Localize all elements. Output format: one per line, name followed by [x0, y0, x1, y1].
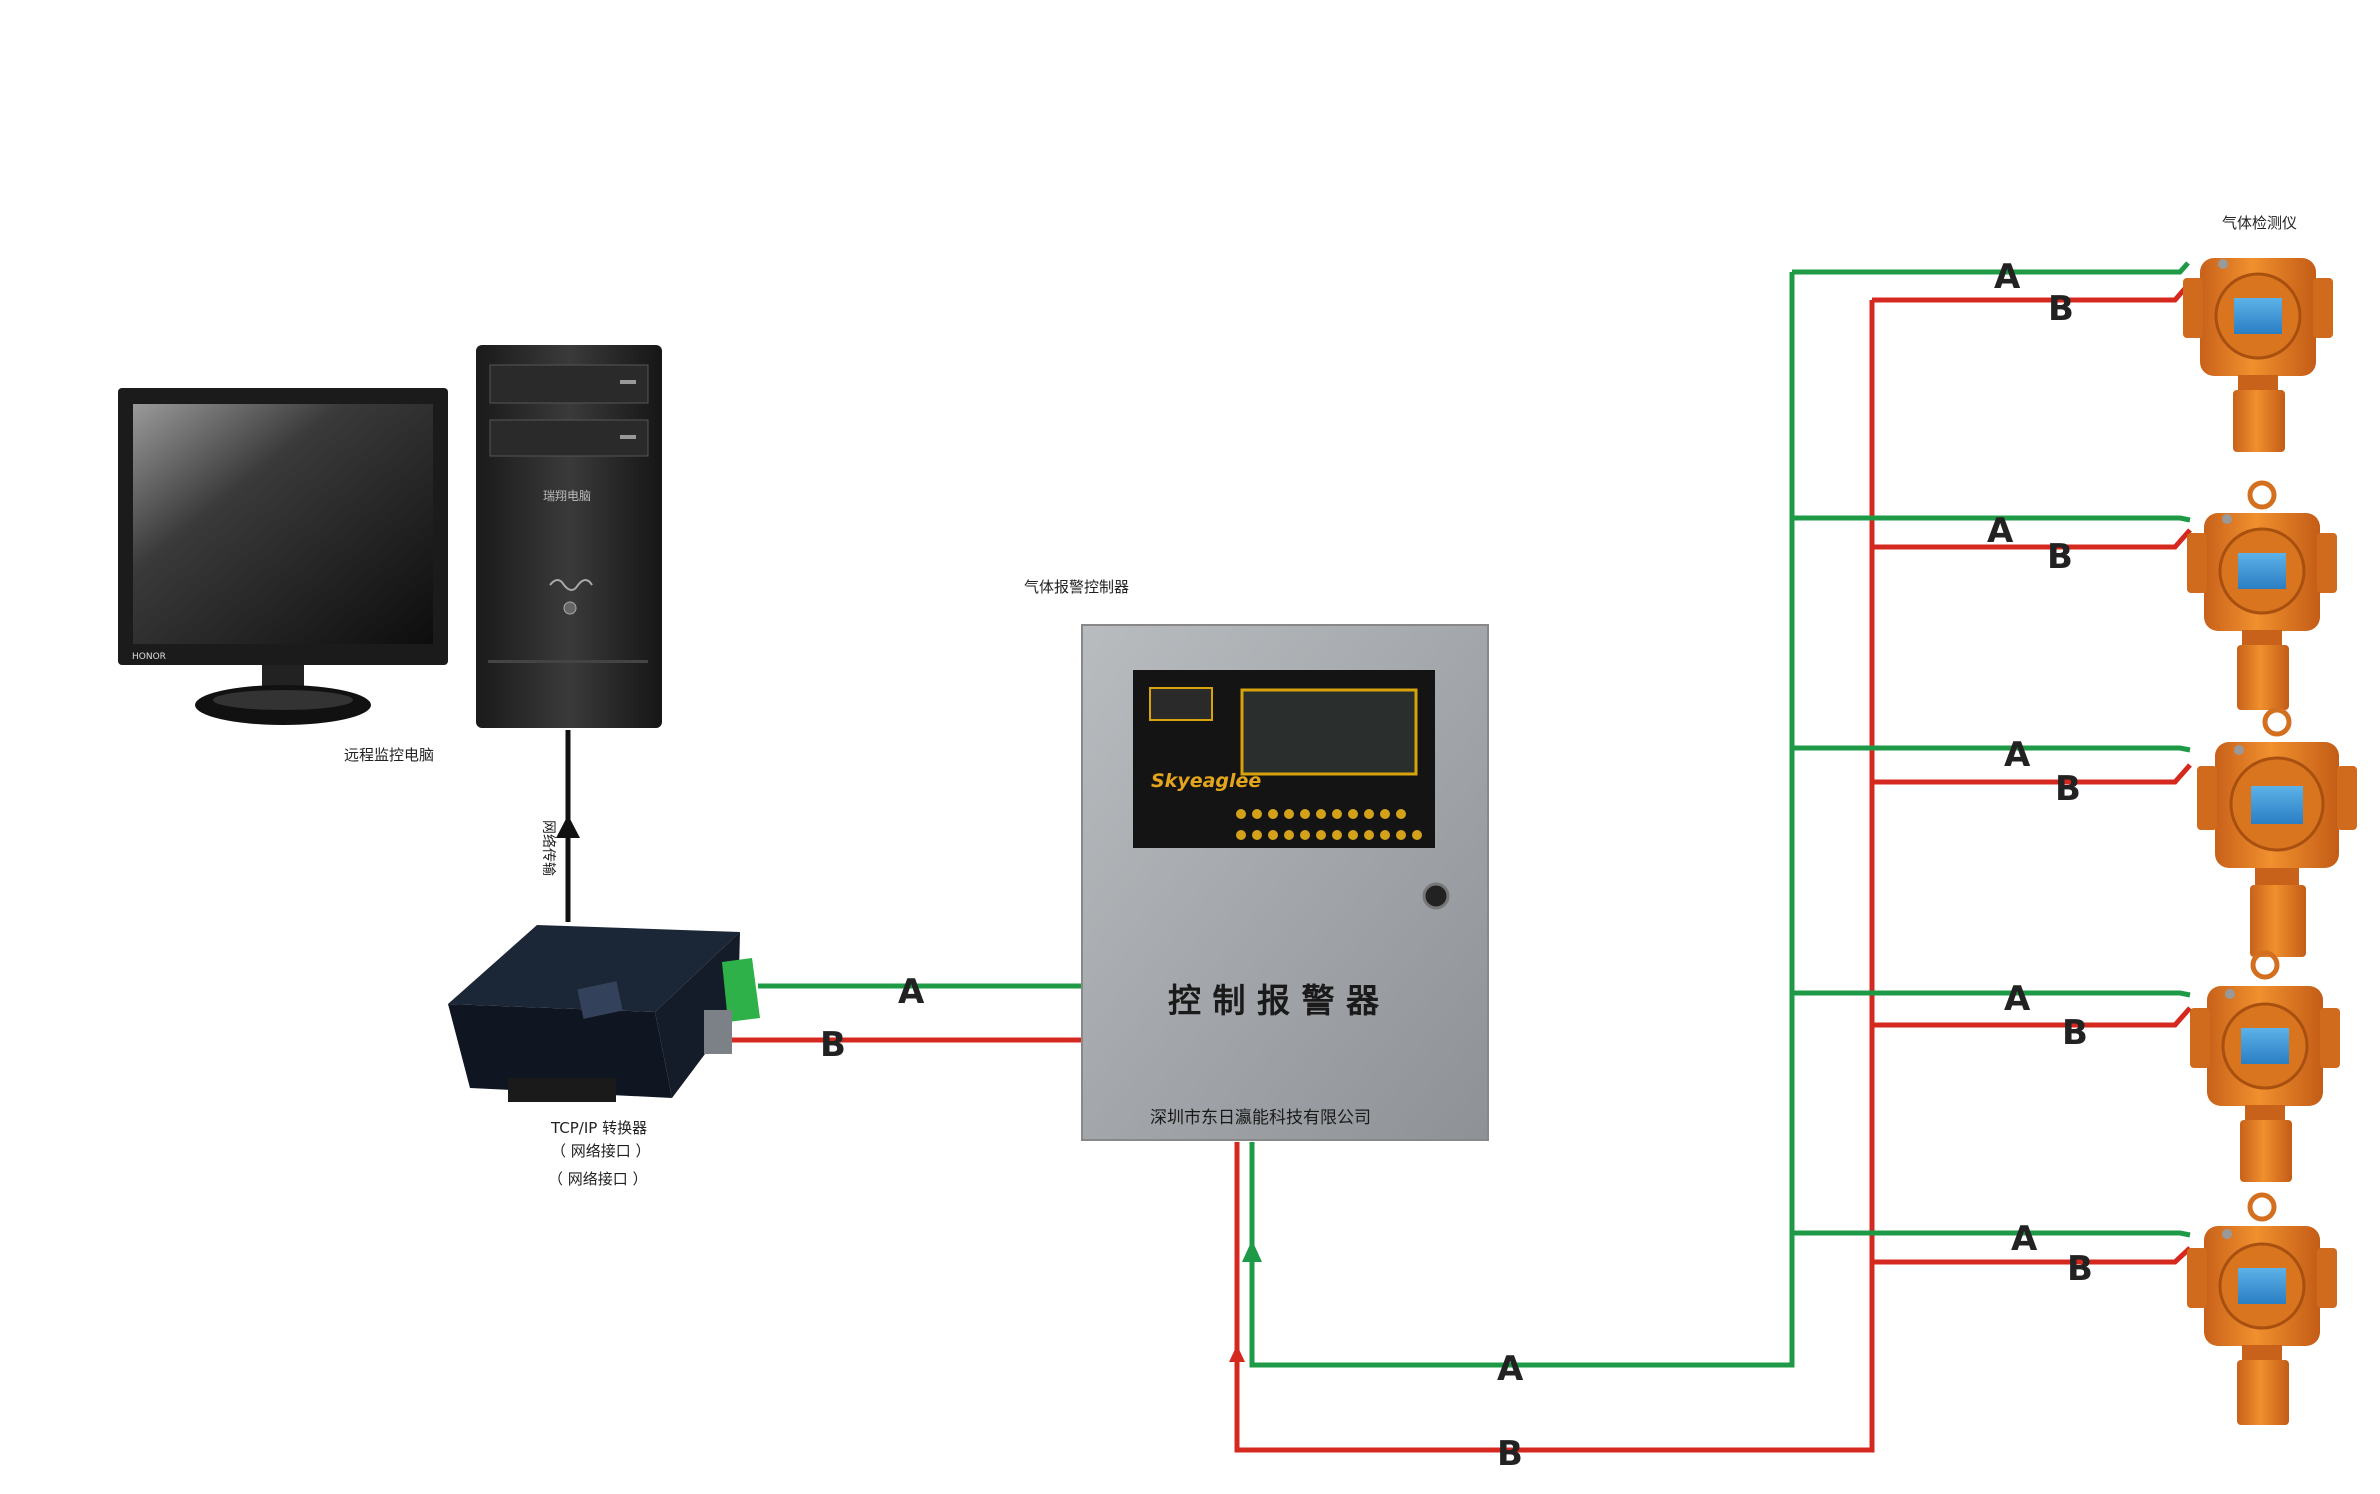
branch-a-2 [1792, 515, 2191, 523]
label-a-branch-4: A [2004, 979, 2031, 1019]
converter-front [448, 1004, 672, 1098]
gas-detector-1 [2183, 258, 2333, 452]
wiring [556, 261, 2192, 1453]
branch-a-1 [1792, 261, 2190, 275]
label-a-branch-3: A [2004, 735, 2031, 775]
converter-label-line1: TCP/IP 转换器 [550, 1119, 647, 1137]
gas-alarm-controller: Skyeaglee 控 制 报 警 器 深圳市东日瀛能科技有限公司 [1081, 624, 1489, 1141]
converter-label-line3: （ 网络接口 ） [548, 1170, 648, 1188]
pc-tower-drive-slot-1 [620, 380, 636, 384]
converter-label-line2: （ 网络接口 ） [551, 1142, 651, 1160]
label-b-branch-3: B [2055, 769, 2081, 809]
converter-bracket [508, 1078, 616, 1102]
branch-b-4 [1872, 1006, 2192, 1028]
label-a-branch-1: A [1994, 257, 2021, 297]
arrow-up-red [1229, 1345, 1245, 1362]
monitor-base-highlight [213, 690, 353, 710]
pc-tower-foot [488, 660, 648, 663]
label-b-branch-4: B [2062, 1013, 2088, 1053]
label-a-branch-5: A [2011, 1219, 2038, 1259]
gas-detector-5 [2187, 1192, 2337, 1425]
controller-panel-text: 控 制 报 警 器 [1168, 981, 1380, 1020]
controller-title: 气体报警控制器 [1024, 578, 1129, 596]
lock-icon [1422, 882, 1450, 910]
pc-tower-drive-slot-2 [620, 435, 636, 439]
wire-b-bus [1234, 300, 1875, 1453]
label-a-converter: A [898, 972, 925, 1012]
label-b-converter: B [820, 1025, 846, 1065]
controller-status-leds [1149, 687, 1213, 721]
monitor: HONOR [118, 388, 448, 725]
converter-top [448, 925, 740, 1012]
label-b-branch-1: B [2048, 289, 2074, 329]
label-b-branch-5: B [2067, 1249, 2093, 1289]
controller-lcd [1240, 688, 1418, 776]
converter-side [655, 932, 740, 1098]
detector-title: 气体检测仪 [2222, 214, 2297, 232]
branch-b-5 [1872, 1246, 2192, 1265]
pc-tower: 瑞翔电脑 [476, 345, 662, 728]
gas-detector-2 [2187, 480, 2337, 710]
controller-brand: Skyeaglee [1151, 770, 1261, 792]
label-a-bus: A [1497, 1349, 1524, 1389]
monitor-brand: HONOR [132, 652, 166, 662]
converter-port [704, 1010, 732, 1054]
tcpip-converter [448, 925, 760, 1102]
gas-detector-4 [2190, 950, 2340, 1182]
branch-a-5 [1792, 1230, 2191, 1238]
label-b-branch-2: B [2047, 537, 2073, 577]
terminal-block [722, 958, 760, 1022]
network-transfer-label: 网络传输 [540, 820, 556, 876]
branch-b-3 [1872, 763, 2192, 785]
branch-a-3 [1792, 745, 2191, 753]
wire-labels: A B A B A B A B A B A B A B [820, 257, 2093, 1474]
gas-detector-3 [2197, 707, 2357, 957]
monitor-screen [133, 404, 433, 644]
branch-b-2 [1872, 528, 2192, 550]
computer-label: 远程监控电脑 [344, 746, 434, 764]
pc-tower-text: 瑞翔电脑 [543, 489, 591, 503]
controller-company: 深圳市东日瀛能科技有限公司 [1150, 1107, 1371, 1128]
pc-tower-logo [549, 579, 593, 591]
converter-led-panel [577, 981, 623, 1019]
controller-keypad [1236, 809, 1422, 840]
arrow-up-green [1242, 1240, 1262, 1262]
branch-a-4 [1792, 990, 2191, 998]
power-icon [563, 601, 577, 615]
network-arrow [556, 815, 580, 838]
label-a-branch-2: A [1987, 511, 2014, 551]
label-b-bus: B [1497, 1434, 1523, 1474]
branch-b-1 [1872, 283, 2190, 303]
